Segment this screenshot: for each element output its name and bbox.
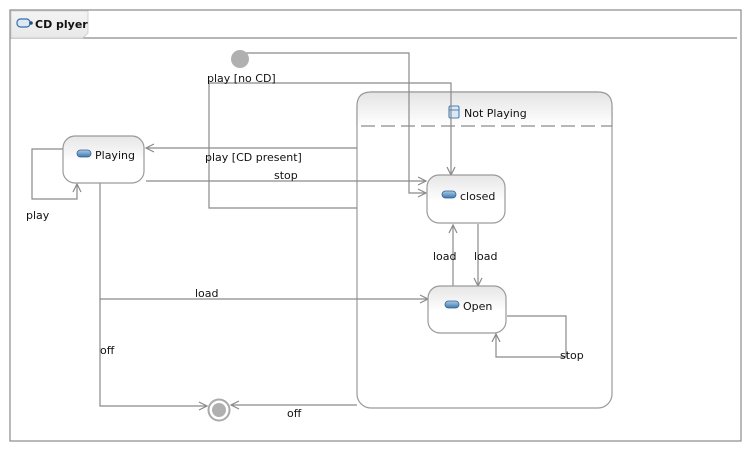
state-name: Open: [463, 300, 492, 313]
transition-label[interactable]: stop: [274, 169, 298, 182]
transition-label[interactable]: off: [100, 344, 115, 357]
transition-label[interactable]: play [no CD]: [207, 72, 276, 85]
arrowhead: [417, 176, 428, 186]
transition-label[interactable]: load: [474, 250, 498, 263]
state-icon: [444, 300, 460, 309]
transition-off-playing-final[interactable]: [99, 299, 207, 407]
transition-initial-closed[interactable]: [240, 52, 426, 194]
arrowhead: [448, 223, 458, 234]
state-open[interactable]: Open: [427, 285, 507, 334]
final-state[interactable]: [207, 398, 231, 422]
transition-label[interactable]: stop: [560, 349, 584, 362]
transition-labels: play [no CD] play [CD present] stop play…: [26, 72, 584, 420]
arrowhead: [198, 401, 209, 411]
diagram-title-tab[interactable]: CD plyer: [10, 10, 89, 39]
composite-state-not-playing[interactable]: Not Playing: [356, 91, 613, 409]
state-playing[interactable]: Playing: [62, 135, 145, 184]
arrowhead: [72, 182, 82, 193]
initial-state[interactable]: [231, 50, 249, 68]
transition-label[interactable]: load: [195, 287, 219, 300]
arrowhead: [491, 332, 501, 343]
arrowhead: [417, 188, 428, 198]
transition-label[interactable]: play: [26, 209, 50, 222]
transition-play-no-cd[interactable]: [208, 82, 452, 209]
state-closed[interactable]: closed: [426, 174, 506, 224]
transition-play-self[interactable]: [31, 148, 78, 200]
arrowhead: [144, 143, 155, 153]
state-icon: [76, 149, 92, 158]
composite-state-name: Not Playing: [464, 107, 527, 120]
transition-label[interactable]: load: [433, 250, 457, 263]
transition-label[interactable]: off: [287, 407, 302, 420]
arrowhead: [229, 400, 240, 410]
state-machine-icon: [16, 18, 33, 28]
state-name: closed: [460, 190, 495, 203]
state-name: Playing: [95, 149, 135, 162]
diagram-title: CD plyer: [35, 18, 88, 31]
state-icon: [441, 190, 457, 199]
transition-stop-open-self[interactable]: [495, 315, 567, 358]
transitions: [31, 52, 567, 411]
transition-label[interactable]: play [CD present]: [205, 151, 302, 164]
